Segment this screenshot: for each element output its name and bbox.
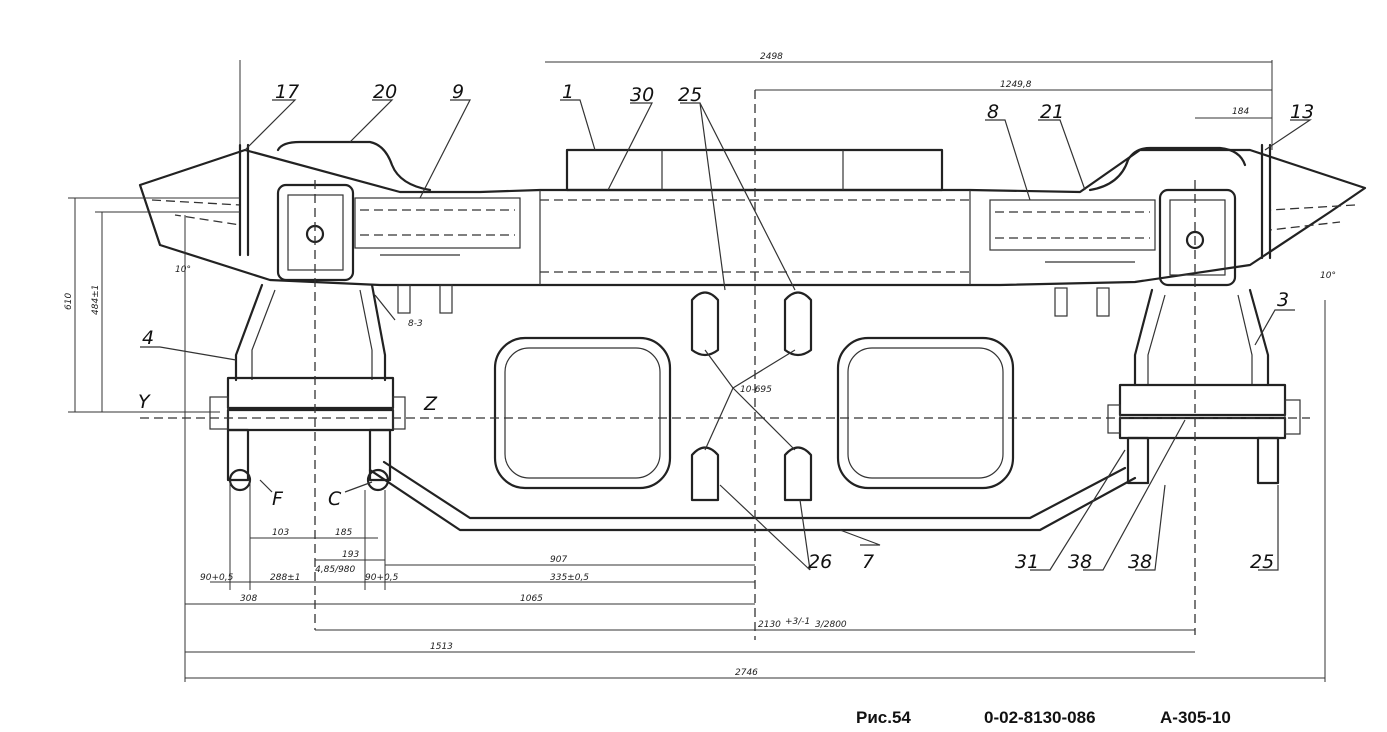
callout-31: 38 — [1068, 551, 1092, 573]
view-label-c: C — [328, 488, 342, 510]
callouts: 17 20 9 1 30 25 8 21 13 3 4 26 7 31 38 3… — [138, 81, 1314, 573]
dim-1065: 1065 — [520, 594, 543, 604]
callout-30: 30 — [630, 84, 654, 106]
dim-103: 103 — [272, 528, 289, 538]
centre-lines — [140, 90, 1310, 640]
right-housing — [989, 188, 1237, 317]
callout-38: 38 — [1128, 551, 1152, 573]
model-number: А-305-10 — [1160, 708, 1231, 727]
dim-288: 288±1 — [270, 573, 300, 583]
dim-3-2800: 3/2800 — [815, 620, 847, 630]
dim-193: 193 — [342, 550, 359, 560]
weld-mark-a: 8-3 — [408, 319, 423, 329]
dim-610: 610 — [64, 293, 74, 310]
dim-308: 308 — [240, 594, 257, 604]
dim-2130: 2130 — [758, 620, 781, 630]
callout-12: 13 — [1290, 101, 1314, 123]
right-pedestal — [1107, 288, 1301, 485]
callout-17: 20 — [373, 81, 397, 103]
main-beam — [138, 140, 1367, 287]
left-pedestal — [209, 283, 406, 492]
axis-label-z: Z — [423, 393, 438, 415]
dim-484: 484±1 — [91, 285, 101, 315]
dim-90-left: 90+0,5 — [200, 573, 234, 583]
angle-left: 10° — [175, 265, 191, 275]
callout-26: 31 — [1015, 551, 1039, 573]
lower-frame — [368, 291, 1137, 532]
dim-485: 4,85/980 — [315, 565, 356, 575]
figure-number: Рис.54 — [856, 708, 911, 727]
callout-4: 4 — [142, 327, 154, 349]
dim-185: 185 — [335, 528, 352, 538]
weld-mark-b: 10-695 — [740, 385, 772, 395]
dim-2746: 2746 — [735, 668, 758, 678]
callout-19: 21 — [1040, 101, 1064, 123]
callout-13: 17 — [275, 81, 299, 103]
dimension-lines — [68, 60, 1326, 682]
view-label-f: F — [272, 488, 284, 510]
dim-1513: 1513 — [430, 642, 453, 652]
callout-1: 1 — [562, 81, 574, 103]
dim-184: 184 — [1232, 107, 1249, 117]
callout-8: 8 — [987, 101, 999, 123]
callout-9: 9 — [452, 81, 464, 103]
dim-1249: 1249,8 — [1000, 80, 1032, 90]
dim-90-right: 90+0,5 — [365, 573, 399, 583]
callout-3: 3 — [1277, 289, 1289, 311]
axis-label-y: Y — [138, 391, 151, 413]
callout-21: 26 — [808, 551, 832, 573]
dim-907: 907 — [550, 555, 567, 565]
dim-2498: 2498 — [760, 52, 783, 62]
drawing-caption: Рис.54 0-02-8130-086 А-305-10 — [0, 708, 1387, 730]
leader-lines — [140, 99, 1312, 571]
bogie-frame-drawing: 17 20 9 1 30 25 8 21 13 3 4 26 7 31 38 3… — [64, 52, 1367, 682]
callout-25: 25 — [1250, 551, 1274, 573]
left-housing — [276, 183, 521, 314]
angle-right: 10° — [1320, 271, 1336, 281]
dim-335: 335±0,5 — [550, 573, 589, 583]
callout-7: 7 — [862, 551, 874, 573]
callout-20: 25 — [678, 84, 702, 106]
dimension-texts: 2498 1249,8 184 610 484±1 103 185 193 90… — [64, 52, 1336, 678]
dim-2130-tol: +3/-1 — [785, 617, 810, 627]
drawing-code: 0-02-8130-086 — [984, 708, 1096, 727]
